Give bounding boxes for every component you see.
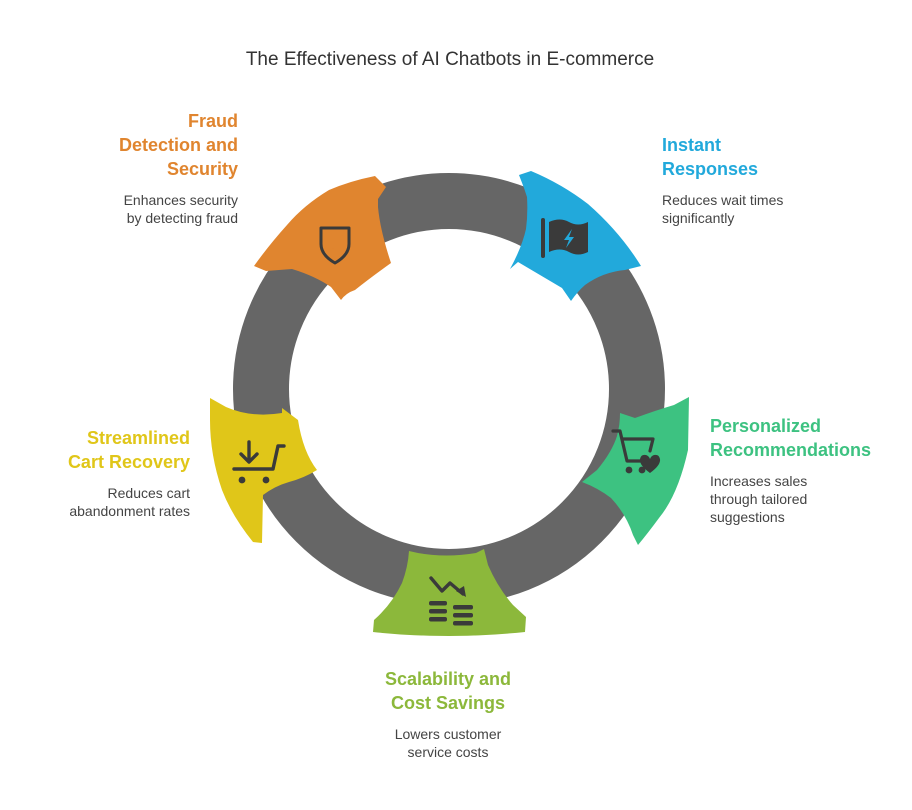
stage-cart-heading: Streamlined Cart Recovery xyxy=(20,426,190,474)
stage-instant-description-line: Reduces wait times xyxy=(662,192,784,208)
stage-scalability-heading-line: Scalability and xyxy=(384,669,512,689)
stage-scalability-description: Lowers customer service costs xyxy=(348,725,548,761)
stage-cart-label: Streamlined Cart Recovery Reduces cart a… xyxy=(20,426,190,520)
stage-scalability-shape xyxy=(373,549,526,636)
stage-instant-label: Instant Responses Reduces wait times sig… xyxy=(662,133,872,227)
flag-bolt-icon xyxy=(541,218,588,258)
stage-fraud-label: Fraud Detection and Security Enhances se… xyxy=(60,109,238,227)
stage-personalized-heading-line: Personalized xyxy=(710,416,822,436)
stage-fraud-heading-line: Security xyxy=(166,159,238,179)
stage-cart-description-line: Reduces cart xyxy=(107,485,190,501)
stage-personalized-shape xyxy=(582,397,689,545)
stage-personalized-label: Personalized Recommendations Increases s… xyxy=(710,414,905,526)
stage-scalability-description-line: service costs xyxy=(407,744,489,760)
stage-fraud-description-line: Enhances security xyxy=(123,192,238,208)
stage-cart-description: Reduces cart abandonment rates xyxy=(20,484,190,520)
stage-instant-segment xyxy=(510,171,641,301)
stage-personalized-heading: Personalized Recommendations xyxy=(710,414,905,462)
stage-instant-heading: Instant Responses xyxy=(662,133,872,181)
stage-scalability-label: Scalability and Cost Savings Lowers cust… xyxy=(348,667,548,761)
stage-fraud-description-line: by detecting fraud xyxy=(126,210,238,226)
cart-arrow-down-icon xyxy=(232,440,286,484)
stage-cart-segment xyxy=(210,398,317,543)
stage-instant-heading-line: Instant xyxy=(662,135,722,155)
stage-personalized-description-line: Increases sales xyxy=(710,473,808,489)
stage-fraud-heading-line: Fraud xyxy=(187,111,238,131)
stage-scalability-heading-line: Cost Savings xyxy=(390,693,506,713)
stage-scalability-segment xyxy=(373,549,526,636)
stage-personalized-description-line: suggestions xyxy=(710,509,785,525)
stage-personalized-heading-line: Recommendations xyxy=(710,440,872,460)
stage-fraud-heading: Fraud Detection and Security xyxy=(60,109,238,181)
diagram-title: The Effectiveness of AI Chatbots in E-co… xyxy=(245,49,655,70)
stage-instant-description: Reduces wait times significantly xyxy=(662,191,872,227)
stage-instant-description-line: significantly xyxy=(662,210,735,226)
stage-personalized-description-line: through tailored xyxy=(710,491,808,507)
stage-fraud-description: Enhances security by detecting fraud xyxy=(60,191,238,227)
cart-heart-icon xyxy=(611,429,661,474)
stage-scalability-description-line: Lowers customer xyxy=(394,726,502,742)
stage-personalized-description: Increases sales through tailored suggest… xyxy=(710,472,905,526)
stage-instant-heading-line: Responses xyxy=(662,159,759,179)
stage-cart-heading-line: Cart Recovery xyxy=(67,452,190,472)
stage-personalized-segment xyxy=(582,397,689,545)
stage-fraud-segment xyxy=(254,176,391,300)
trend-down-coins-icon xyxy=(429,576,473,626)
stage-scalability-heading: Scalability and Cost Savings xyxy=(348,667,548,715)
stage-fraud-heading-line: Detection and xyxy=(118,135,238,155)
stage-cart-heading-line: Streamlined xyxy=(86,428,190,448)
shield-check-icon xyxy=(319,226,351,265)
stage-cart-description-line: abandonment rates xyxy=(69,503,190,519)
